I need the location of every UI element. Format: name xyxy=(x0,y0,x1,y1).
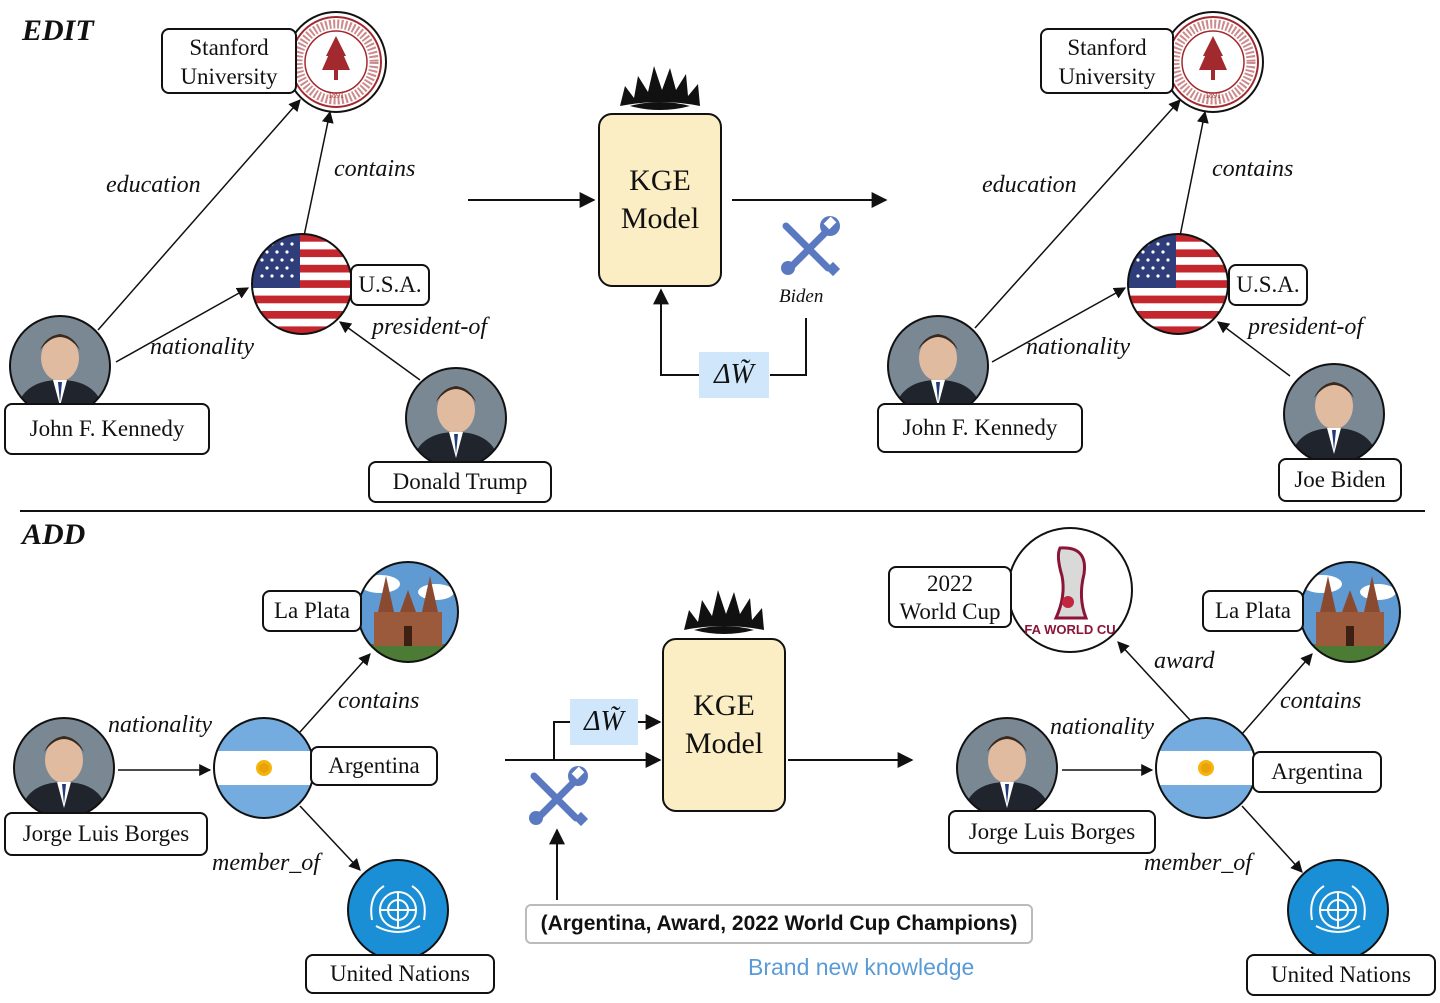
node-argentina: Argentina xyxy=(310,746,438,786)
edge-nationality-right xyxy=(991,287,1127,363)
node-argentina-right: Argentina xyxy=(1252,751,1382,793)
kge-model-box: KGE Model xyxy=(598,113,722,287)
node-borges: Jorge Luis Borges xyxy=(4,812,208,856)
node-stanford-right-line1: Stanford xyxy=(1067,35,1147,60)
edge-contains-right xyxy=(1179,110,1209,237)
edge-contains xyxy=(303,110,334,237)
stanford-seal-icon: 1891 xyxy=(286,12,386,112)
rel-education-right: education xyxy=(982,172,1077,198)
argentina-flag-icon-right xyxy=(1156,718,1256,818)
new-triple-box: (Argentina, Award, 2022 World Cup Champi… xyxy=(525,904,1033,944)
node-stanford-right-line2: University xyxy=(1058,64,1156,89)
node-jfk-right: John F. Kennedy xyxy=(877,403,1083,453)
edge-contains-add xyxy=(299,653,371,733)
la-plata-cathedral-image xyxy=(358,562,458,664)
node-stanford-line2: University xyxy=(180,64,278,89)
node-biden: Joe Biden xyxy=(1278,458,1402,502)
wrench-screwdriver-icon xyxy=(781,216,840,276)
usa-flag-icon-right xyxy=(1128,234,1228,334)
kge-model-line1: KGE xyxy=(629,164,691,197)
rel-nationality-add: nationality xyxy=(108,712,212,738)
la-plata-cathedral-image-right xyxy=(1300,562,1400,664)
rel-education: education xyxy=(106,172,201,198)
edge-president-of xyxy=(339,321,421,381)
rel-contains-add: contains xyxy=(338,688,420,714)
node-united-nations-right: United Nations xyxy=(1246,954,1436,996)
edge-nationality xyxy=(115,287,250,363)
stanford-seal-icon-right: 1891 xyxy=(1163,12,1263,112)
section-title-add: ADD xyxy=(22,518,86,551)
edge-education-right xyxy=(974,99,1181,329)
borges-portrait xyxy=(13,717,115,819)
rel-contains: contains xyxy=(334,156,416,182)
kge-model-box-add: KGE Model xyxy=(662,638,786,812)
node-trump: Donald Trump xyxy=(368,461,552,503)
section-title-edit: EDIT xyxy=(22,14,94,47)
node-world-cup: 2022 World Cup xyxy=(888,566,1012,628)
rel-contains-add-right: contains xyxy=(1280,688,1362,714)
node-stanford: Stanford University xyxy=(161,28,297,94)
node-usa-right: U.S.A. xyxy=(1228,264,1308,306)
edge-member-of xyxy=(299,805,361,871)
edit-left-edges xyxy=(97,99,421,381)
kge-model-add-line2: Model xyxy=(684,727,764,760)
tool-caption-biden: Biden xyxy=(779,286,824,307)
delta-w-add: ΔW̃ xyxy=(570,699,638,745)
brand-new-knowledge-note: Brand new knowledge xyxy=(748,954,975,980)
argentina-flag-icon xyxy=(214,718,314,818)
edge-education xyxy=(97,99,301,331)
node-usa: U.S.A. xyxy=(350,264,430,306)
rel-member-of: member_of xyxy=(212,850,320,876)
node-la-plata: La Plata xyxy=(262,590,362,632)
seal-year-right: 1891 xyxy=(1205,91,1221,100)
world-cup-logo: FA WORLD CU xyxy=(1007,527,1133,653)
node-united-nations: United Nations xyxy=(305,954,495,994)
rel-nationality: nationality xyxy=(150,334,254,360)
rel-contains-right: contains xyxy=(1212,156,1294,182)
delta-w-edit: ΔW̃ xyxy=(699,352,769,398)
usa-flag-icon xyxy=(252,234,352,334)
rel-nationality-add-right: nationality xyxy=(1050,714,1154,740)
borges-portrait-right xyxy=(956,717,1058,819)
edge-member-of-right xyxy=(1241,805,1303,873)
edge-contains-add-right xyxy=(1241,653,1313,735)
node-world-cup-line2: World Cup xyxy=(899,599,1001,624)
trump-portrait xyxy=(405,367,507,469)
seal-year: 1891 xyxy=(328,91,344,100)
edge-award xyxy=(1117,641,1191,721)
rel-president-of: president-of xyxy=(372,314,488,340)
node-jfk: John F. Kennedy xyxy=(4,403,210,455)
kennedy-portrait-right xyxy=(887,315,989,417)
biden-portrait xyxy=(1283,363,1385,465)
edit-right-edges xyxy=(974,99,1291,377)
kge-model-add-line1: KGE xyxy=(693,689,755,722)
node-stanford-line1: Stanford xyxy=(189,35,269,60)
node-borges-right: Jorge Luis Borges xyxy=(948,810,1156,854)
wrench-screwdriver-icon-add xyxy=(529,766,588,826)
rel-member-of-right: member_of xyxy=(1144,850,1252,876)
rel-president-of-right: president-of xyxy=(1248,314,1364,340)
rel-nationality-right: nationality xyxy=(1026,334,1130,360)
rel-award: award xyxy=(1154,648,1215,674)
model-crown-icon-add xyxy=(684,590,764,634)
model-crown-icon xyxy=(620,66,700,110)
node-stanford-right: Stanford University xyxy=(1040,28,1174,94)
add-right-edges xyxy=(1062,641,1313,873)
add-left-edges xyxy=(118,653,371,871)
line-tool-to-delta xyxy=(770,318,807,376)
arrow-delta-feedback xyxy=(653,288,700,376)
node-world-cup-line1: 2022 xyxy=(927,571,973,596)
world-cup-logo-text: FA WORLD CU xyxy=(1024,622,1115,637)
node-la-plata-right: La Plata xyxy=(1202,590,1304,632)
kge-model-line2: Model xyxy=(620,202,700,235)
kennedy-portrait xyxy=(9,315,111,417)
united-nations-logo-right xyxy=(1287,859,1389,961)
united-nations-logo xyxy=(347,859,449,961)
edge-president-of-right xyxy=(1217,321,1291,377)
edit-pipeline xyxy=(468,192,888,376)
